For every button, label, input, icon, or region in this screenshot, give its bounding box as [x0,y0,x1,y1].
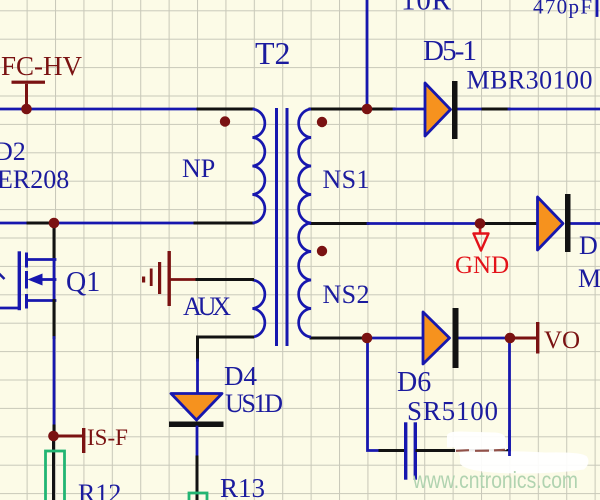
svg-text:R12: R12 [78,479,121,500]
svg-text:VO: VO [544,327,580,354]
svg-text:SR5100: SR5100 [407,396,498,426]
svg-text:PFC-HV: PFC-HV [0,51,83,81]
svg-text:D4: D4 [224,361,257,391]
svg-text:US1D: US1D [225,389,283,418]
svg-text:www.cntronics.com: www.cntronics.com [412,467,578,493]
svg-text:NS2: NS2 [323,280,370,309]
svg-text:MBR30100: MBR30100 [467,66,593,95]
svg-text:10R: 10R [401,0,452,17]
svg-text:T2: T2 [255,35,291,71]
svg-text:IS-F: IS-F [87,425,128,450]
svg-text:NS1: NS1 [323,165,370,194]
svg-text:ER208: ER208 [0,165,69,194]
svg-text:D5-1: D5-1 [423,35,477,67]
svg-text:D: D [579,231,598,260]
svg-text:M: M [578,264,600,293]
svg-text:D2: D2 [0,137,26,166]
svg-text:GND: GND [455,252,509,279]
svg-text:NP: NP [182,154,215,183]
svg-text:Q1: Q1 [66,267,100,298]
svg-text:AUX: AUX [183,292,231,321]
svg-text:R13: R13 [220,473,265,500]
svg-text:470pF: 470pF [533,0,592,19]
svg-text:D6: D6 [397,367,431,398]
